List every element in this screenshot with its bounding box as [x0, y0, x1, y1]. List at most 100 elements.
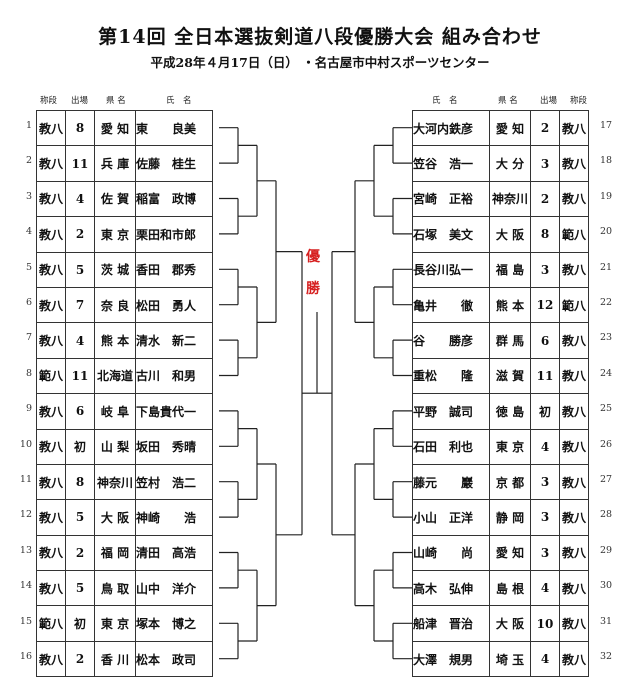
left-name-cell: 笠村 浩二: [135, 463, 213, 501]
right-seed-number: 23: [600, 332, 613, 344]
header-pref-left: 県 名: [106, 96, 126, 106]
champion-char-1: 優: [306, 249, 320, 265]
left-name-cell: 清水 新二: [135, 322, 213, 359]
left-pref-cell: 茨 城: [94, 251, 136, 288]
left-count-cell: 11: [65, 145, 95, 182]
right-name-cell: 藤元 巖: [412, 463, 490, 501]
right-name-cell: 長谷川弘一: [412, 251, 490, 288]
right-seed-number: 24: [600, 367, 613, 379]
right-seed-number: 17: [600, 120, 613, 131]
right-pref-cell: 大 阪: [489, 216, 531, 253]
right-pref-cell: 島 根: [489, 570, 531, 607]
right-pref-cell: 静 岡: [489, 499, 531, 536]
right-title-cell: 教八: [559, 251, 589, 288]
right-count-cell: 10: [530, 605, 560, 642]
table-row: 平野 誠司徳 島初教八: [412, 393, 589, 430]
right-seed-number: 32: [600, 651, 613, 662]
left-count-cell: 2: [65, 640, 95, 678]
right-pref-cell: 大 分: [489, 145, 531, 182]
right-name-cell: 大澤 規男: [412, 640, 490, 678]
left-pref-cell: 香 川: [94, 640, 136, 678]
left-name-cell: 松本 政司: [135, 640, 213, 678]
right-title-cell: 教八: [559, 463, 589, 501]
right-name-cell: 重松 隆: [412, 357, 490, 395]
right-seed-number: 19: [600, 190, 613, 202]
left-count-cell: 7: [65, 286, 95, 324]
header-name-left: 氏 名: [166, 96, 192, 106]
right-title-cell: 教八: [559, 357, 589, 395]
table-row: 教八初山 梨坂田 秀晴: [36, 428, 213, 465]
left-seed-number: 7: [25, 332, 32, 344]
right-title-cell: 教八: [559, 109, 589, 147]
right-pref-cell: 愛 知: [489, 534, 531, 572]
left-pref-cell: 大 阪: [94, 499, 136, 536]
table-row: 範八初東 京塚本 博之: [36, 605, 213, 642]
left-seed-number: 5: [25, 261, 32, 273]
right-seed-number: 29: [600, 544, 613, 556]
right-count-cell: 11: [530, 357, 560, 395]
left-name-cell: 東 良美: [135, 109, 213, 147]
right-title-cell: 範八: [559, 286, 589, 324]
right-title-cell: 教八: [559, 640, 589, 678]
left-seed-number: 16: [19, 651, 32, 662]
right-pref-cell: 群 馬: [489, 322, 531, 359]
left-pref-cell: 北海道: [94, 357, 136, 395]
left-pref-cell: 奈 良: [94, 286, 136, 324]
right-title-cell: 教八: [559, 393, 589, 430]
left-seed-number: 10: [19, 438, 32, 450]
header-name-right: 氏 名: [432, 96, 458, 106]
left-title-cell: 範八: [36, 605, 66, 642]
right-pref-cell: 京 都: [489, 463, 531, 501]
right-pref-cell: 埼 玉: [489, 640, 531, 678]
left-name-cell: 古川 和男: [135, 357, 213, 395]
left-count-cell: 11: [65, 357, 95, 395]
left-title-cell: 教八: [36, 180, 66, 218]
right-name-cell: 亀井 徹: [412, 286, 490, 324]
right-count-cell: 3: [530, 145, 560, 182]
left-name-cell: 下島貴代一: [135, 393, 213, 430]
right-name-cell: 宮崎 正裕: [412, 180, 490, 218]
right-title-cell: 教八: [559, 428, 589, 465]
right-seed-number: 31: [600, 615, 613, 627]
left-seed-number: 1: [25, 120, 32, 131]
left-title-cell: 教八: [36, 109, 66, 147]
right-pref-cell: 福 島: [489, 251, 531, 288]
right-name-cell: 笠谷 浩一: [412, 145, 490, 182]
right-seed-number: 20: [600, 226, 613, 238]
left-title-cell: 教八: [36, 322, 66, 359]
page-title: 第14回 全日本選抜剣道八段優勝大会 組み合わせ: [98, 26, 542, 48]
left-name-cell: 坂田 秀晴: [135, 428, 213, 465]
right-name-cell: 船津 晋治: [412, 605, 490, 642]
champion-char-2: 勝: [306, 281, 320, 297]
left-title-cell: 教八: [36, 251, 66, 288]
right-name-cell: 谷 勝彦: [412, 322, 490, 359]
header-title-right: 称段: [570, 96, 588, 106]
left-pref-cell: 山 梨: [94, 428, 136, 465]
right-pref-cell: 大 阪: [489, 605, 531, 642]
left-title-cell: 範八: [36, 357, 66, 395]
right-seed-number: 28: [600, 509, 613, 521]
left-name-cell: 香田 郡秀: [135, 251, 213, 288]
left-seed-number: 11: [19, 474, 32, 485]
left-title-cell: 教八: [36, 640, 66, 678]
left-pref-cell: 東 京: [94, 605, 136, 642]
right-seed-number: 26: [600, 438, 613, 450]
right-pref-cell: 徳 島: [489, 393, 531, 430]
right-name-cell: 小山 正洋: [412, 499, 490, 536]
right-seed-number: 22: [600, 297, 613, 308]
left-seed-number: 15: [19, 615, 32, 627]
